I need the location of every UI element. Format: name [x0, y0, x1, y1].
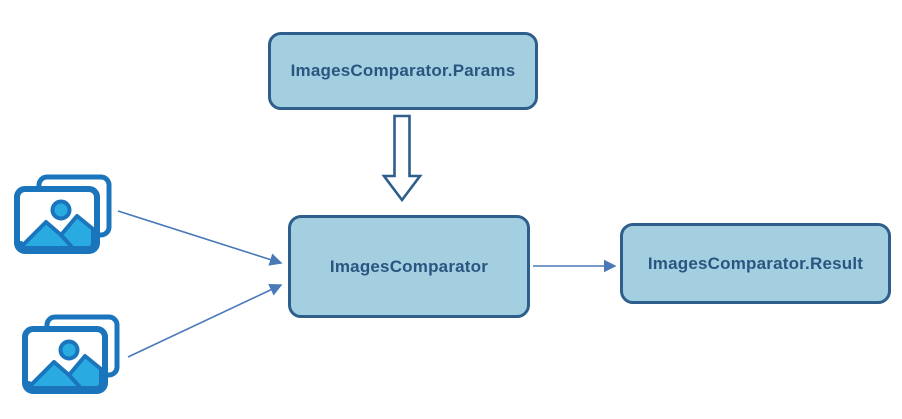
node-params: ImagesComparator.Params — [268, 32, 538, 110]
node-comparator-label: ImagesComparator — [329, 256, 489, 276]
image-stack-icon — [25, 317, 117, 391]
node-result-label: ImagesComparator.Result — [647, 253, 864, 273]
node-params-label: ImagesComparator.Params — [290, 61, 516, 80]
image-stack-icon — [17, 177, 109, 251]
node-comparator: ImagesComparator — [288, 215, 530, 318]
connector-image2-to-comparator — [127, 283, 283, 358]
down-block-arrow — [381, 114, 423, 203]
node-result: ImagesComparator.Result — [620, 223, 891, 304]
connector-image1-to-comparator — [117, 210, 283, 266]
